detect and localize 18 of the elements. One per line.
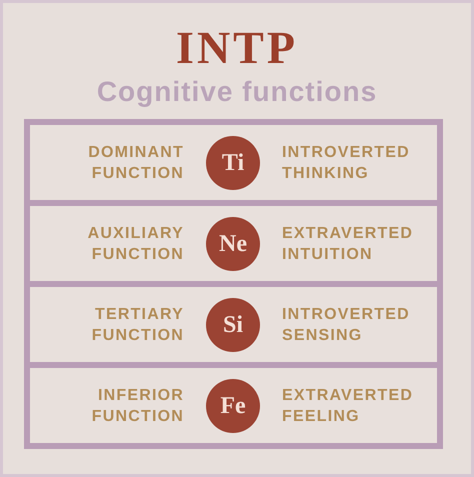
function-name: INTROVERTED SENSING — [282, 304, 411, 346]
title: INTP — [176, 25, 298, 71]
function-name: INTROVERTED THINKING — [282, 142, 411, 184]
function-row — [30, 287, 437, 362]
function-circle: Si — [206, 298, 260, 352]
subtitle: Cognitive functions — [96, 77, 378, 107]
function-name: EXTRAVERTED INTUITION — [282, 224, 414, 264]
function-rank: DOMINANT FUNCTION — [87, 142, 184, 184]
function-name: EXTRAVERTED FEELING — [282, 386, 414, 426]
function-circle: Ti — [206, 136, 260, 190]
function-row — [30, 206, 437, 281]
function-circle: Ne — [206, 216, 260, 270]
function-rank: TERTIARY FUNCTION — [90, 304, 184, 346]
function-row — [30, 368, 437, 443]
function-rank: AUXILIARY FUNCTION — [86, 224, 184, 264]
function-circle: Fe — [206, 378, 260, 432]
function-row — [30, 125, 437, 200]
function-rank: INFERIOR FUNCTION — [90, 386, 184, 426]
